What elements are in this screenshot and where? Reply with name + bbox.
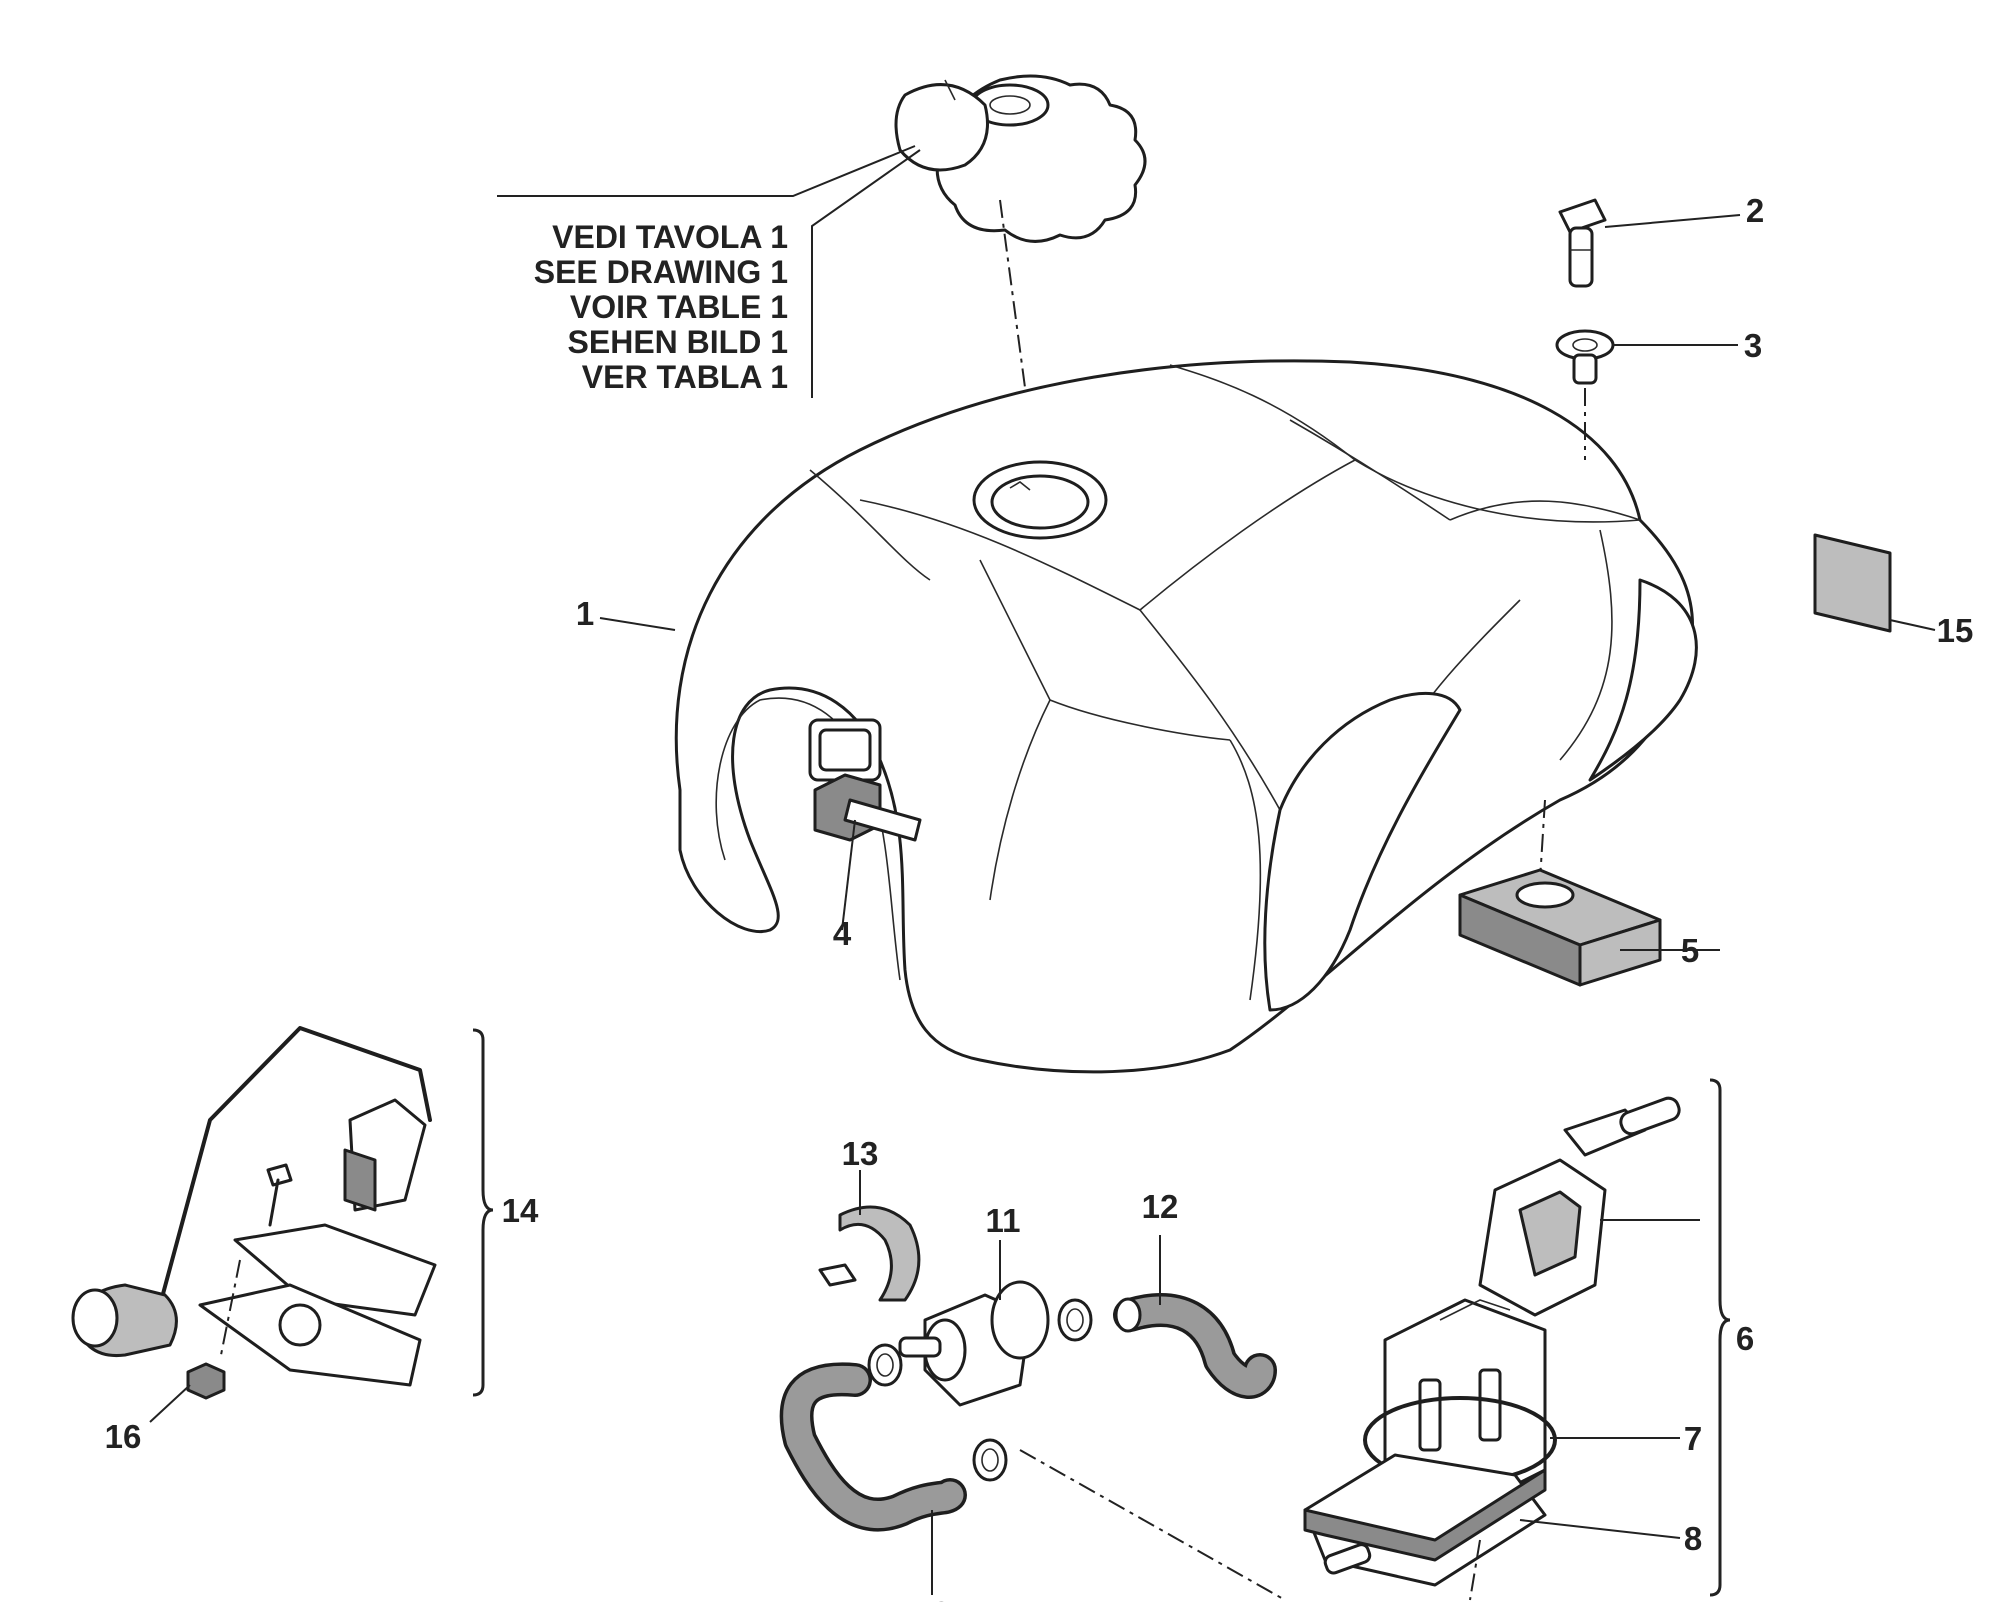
callout-1: 1 [576,595,594,632]
see-drawing-note: VEDI TAVOLA 1 SEE DRAWING 1 VOIR TABLE 1… [534,219,788,395]
note-line-it: VEDI TAVOLA 1 [552,219,788,255]
sender-axis-line [219,1259,241,1361]
hose-clamp-c [972,1438,1008,1482]
callout-13: 13 [842,1135,879,1172]
hose-clamp-b [1057,1298,1093,1342]
callout-4: 4 [833,915,852,952]
fuel-hose-lower [779,1362,967,1532]
fuel-tank [674,359,1698,1074]
fuel-hose-upper [1113,1293,1277,1399]
note-line-en: SEE DRAWING 1 [534,254,788,290]
bracket-14 [472,1028,494,1397]
hose-clamp-a [867,1343,903,1387]
bolt [1558,198,1607,288]
callout-6: 6 [1736,1320,1754,1357]
pump-screw-line [1469,1539,1481,1601]
fuel-filter [898,1280,1050,1407]
note-line-fr: VOIR TABLE 1 [570,289,788,325]
rubber-block [1458,868,1662,987]
callout-15: 15 [1937,612,1974,649]
callout-5: 5 [1681,932,1699,969]
sender-nut [186,1362,226,1400]
callout-7: 7 [1684,1420,1702,1457]
callout-14: 14 [502,1192,539,1229]
pump-flange [1303,1453,1547,1587]
fuel-pump-connector [1478,1096,1681,1317]
callout-leaders [149,214,1936,1595]
decal [1813,533,1892,633]
block-axis-line [1539,799,1546,881]
callout-labels: 1 2 3 4 5 6 7 8 10 11 12 13 14 15 16 [105,192,1974,1602]
callout-3: 3 [1744,327,1762,364]
note-line-de: SEHEN BILD 1 [568,324,788,360]
washer-grommet [1555,329,1615,385]
fuel-level-sender [71,1026,437,1387]
callout-12: 12 [1142,1188,1179,1225]
callout-10: 10 [914,1595,951,1602]
callout-11: 11 [986,1202,1021,1239]
callout-2: 2 [1746,192,1764,229]
hose-axis-line [1019,1449,1286,1601]
bracket-6 [1709,1078,1731,1597]
note-leader [497,145,921,398]
callout-8: 8 [1684,1520,1702,1557]
clamp-ring [818,1205,921,1302]
note-line-es: VER TABLA 1 [582,359,788,395]
callout-16: 16 [105,1418,142,1455]
fuel-cap [894,74,1147,243]
